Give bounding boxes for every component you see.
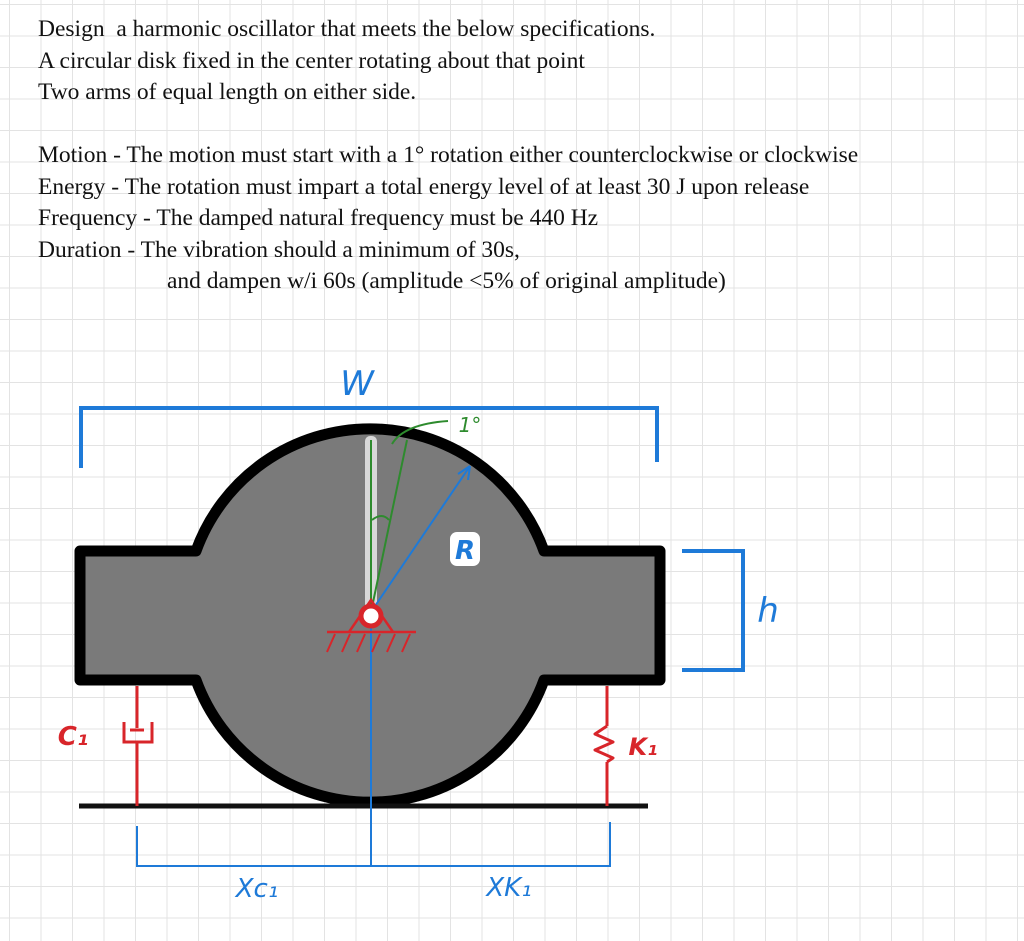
spring-distance-label: XK₁ [484, 873, 531, 903]
intro-line-3: Two arms of equal length on either side. [38, 79, 417, 105]
radius-label: R [455, 536, 475, 566]
distance-dimension-bracket [136, 822, 611, 867]
width-dimension-bracket [79, 406, 659, 468]
damper-label: C₁ [58, 722, 88, 752]
height-label: h [757, 591, 779, 631]
spec-duration-continued: and dampen w/i 60s (amplitude <5% of ori… [167, 268, 726, 294]
intro-line-2: A circular disk fixed in the center rota… [38, 47, 585, 74]
radius-line [370, 465, 471, 613]
spring [593, 686, 615, 806]
angle-arc [371, 515, 390, 521]
radius-label-box [450, 532, 480, 566]
rotated-reference-line [370, 439, 408, 613]
problem-statement: Design a harmonic oscillator that meets … [38, 14, 858, 298]
damper-distance-label: Xc₁ [234, 874, 279, 904]
width-label: W [340, 364, 375, 404]
spec-duration: Duration - The vibration should a minimu… [38, 236, 520, 263]
intro-line-1: Design a harmonic oscillator that meets … [38, 16, 656, 42]
angle-label: 1° [459, 413, 482, 437]
spring-label: K₁ [628, 733, 657, 761]
spec-energy: Energy - The rotation must impart a tota… [38, 173, 810, 200]
damper [122, 686, 154, 806]
pivot-support [326, 597, 416, 653]
radius-arrowhead [457, 465, 471, 481]
angle-leader [391, 420, 449, 445]
spec-motion: Motion - The motion must start with a 1°… [38, 142, 859, 168]
spec-frequency: Frequency - The damped natural frequency… [38, 205, 599, 231]
height-dimension-bracket [682, 549, 745, 672]
